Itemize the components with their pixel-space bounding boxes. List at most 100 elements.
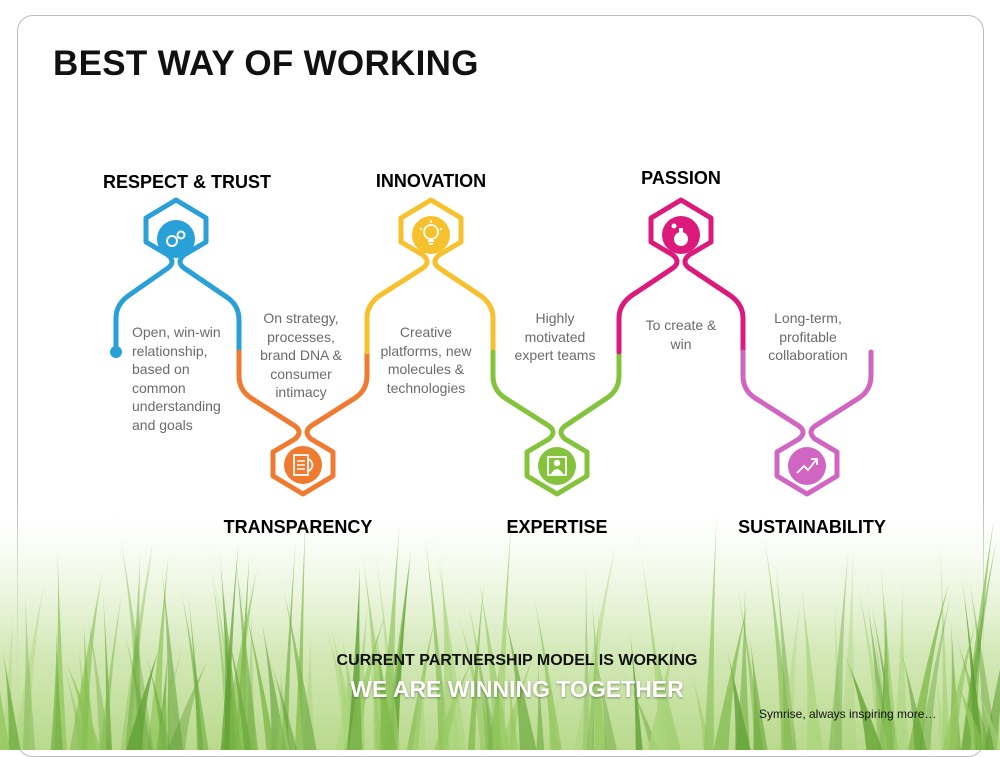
path-passion (616, 197, 746, 355)
grass-blade (156, 654, 168, 750)
grass-blade (800, 580, 823, 750)
trend-chart-icon (788, 447, 826, 485)
winning-together-statement: WE ARE WINNING TOGETHER (350, 676, 684, 702)
label-passion: PASSION (641, 168, 721, 188)
grass-blade (452, 596, 494, 750)
grass-blade (335, 653, 354, 750)
grass-background (0, 505, 1000, 750)
gears-icon (157, 220, 195, 258)
grass-blade (880, 562, 899, 750)
grass-blade (774, 556, 797, 750)
grass-blade (499, 657, 533, 750)
grass-blade (960, 521, 994, 750)
grass-blade (279, 571, 317, 750)
grass-blade (347, 564, 363, 750)
path-expertise (490, 349, 622, 497)
grass-blade (984, 668, 1000, 750)
grass-blade (236, 575, 276, 750)
grass-blade (432, 531, 467, 750)
grass-blade (629, 627, 643, 750)
grass-blade (99, 597, 122, 750)
lightbulb-icon (412, 216, 450, 254)
grass-blade (586, 614, 600, 750)
grass-blade (124, 553, 152, 750)
grass-blade (476, 568, 510, 750)
grass-blade (220, 545, 239, 750)
grass-blade (952, 627, 992, 750)
grass-blade (593, 650, 617, 750)
grass-blade (177, 570, 209, 750)
label-sustainability: SUSTAINABILITY (738, 517, 886, 537)
grass-blade (412, 651, 426, 750)
grass-blade (103, 593, 113, 750)
grass-blade (294, 518, 306, 750)
grass-blade (280, 544, 296, 750)
grass-blade (760, 511, 794, 750)
footer-tagline: Symrise, always inspiring more… (759, 707, 937, 721)
grass-blade (161, 562, 184, 750)
expert-person-icon (538, 447, 576, 485)
grass-blade (635, 522, 669, 750)
grass-blade (2, 649, 21, 750)
grass-blade (907, 582, 950, 750)
grass-blade (591, 599, 607, 750)
label-respect-trust: RESPECT & TRUST (102, 172, 272, 192)
grass-blade (530, 579, 562, 750)
desc-transparency: On strategy, processes, brand DNA & cons… (260, 310, 342, 400)
grass-blade (217, 592, 252, 750)
grass-blade (153, 648, 183, 750)
grass-blade (703, 516, 717, 750)
grass-blade (918, 598, 951, 750)
label-transparency: TRANSPARENCY (223, 517, 373, 537)
grass-blade (965, 667, 1000, 750)
grass-blade (374, 630, 397, 750)
grass-blade (932, 655, 947, 750)
grass-blade (501, 602, 537, 750)
grass-blade (833, 597, 844, 750)
grass-blade (828, 550, 849, 750)
grass-blade (12, 584, 45, 750)
grass-blade (713, 606, 748, 750)
desc-innovation: Creative platforms, new molecules & tech… (380, 324, 472, 396)
grass-blade (736, 585, 750, 750)
grass-blade (234, 544, 259, 750)
grass-blade (422, 517, 450, 750)
grass-blade (536, 661, 545, 750)
grass-blade (689, 667, 711, 750)
path-transparency (236, 349, 370, 497)
grass-blade (0, 690, 10, 750)
grass-blade (348, 605, 368, 750)
grass-blade (898, 643, 927, 750)
grass-blade (440, 551, 460, 750)
grass-blade (463, 580, 495, 750)
grass-blade (125, 554, 143, 750)
grass-blade (574, 546, 616, 750)
slide-title: BEST WAY OF WORKING (53, 44, 479, 83)
grass-blade (966, 564, 998, 750)
grass-blade (506, 664, 519, 750)
grass-blade (893, 581, 909, 750)
document-icon (284, 446, 322, 484)
path-innovation (364, 197, 496, 355)
grass-blade (582, 564, 590, 750)
grass-blade (126, 650, 159, 750)
grass-blade (378, 525, 400, 750)
grass-blade (961, 542, 997, 750)
path-start-dot (110, 346, 122, 358)
grass-blade (22, 590, 36, 750)
grass-blade (942, 621, 977, 750)
grass-blade (406, 620, 435, 750)
grass-blade (950, 669, 986, 750)
desc-passion: To create & win (645, 317, 717, 352)
grass-blade (266, 650, 298, 750)
grass-blade (851, 554, 888, 750)
grass-blade (839, 643, 883, 750)
desc-respect-trust: Open, win-win relationship, based on com… (132, 324, 221, 433)
grass-blade (116, 514, 154, 750)
grass-blade (467, 584, 484, 750)
label-expertise: EXPERTISE (506, 517, 608, 537)
path-respect-trust (113, 197, 242, 355)
desc-sustainability: Long-term, profitable collaboration (768, 310, 848, 363)
grass-blade (50, 628, 63, 750)
